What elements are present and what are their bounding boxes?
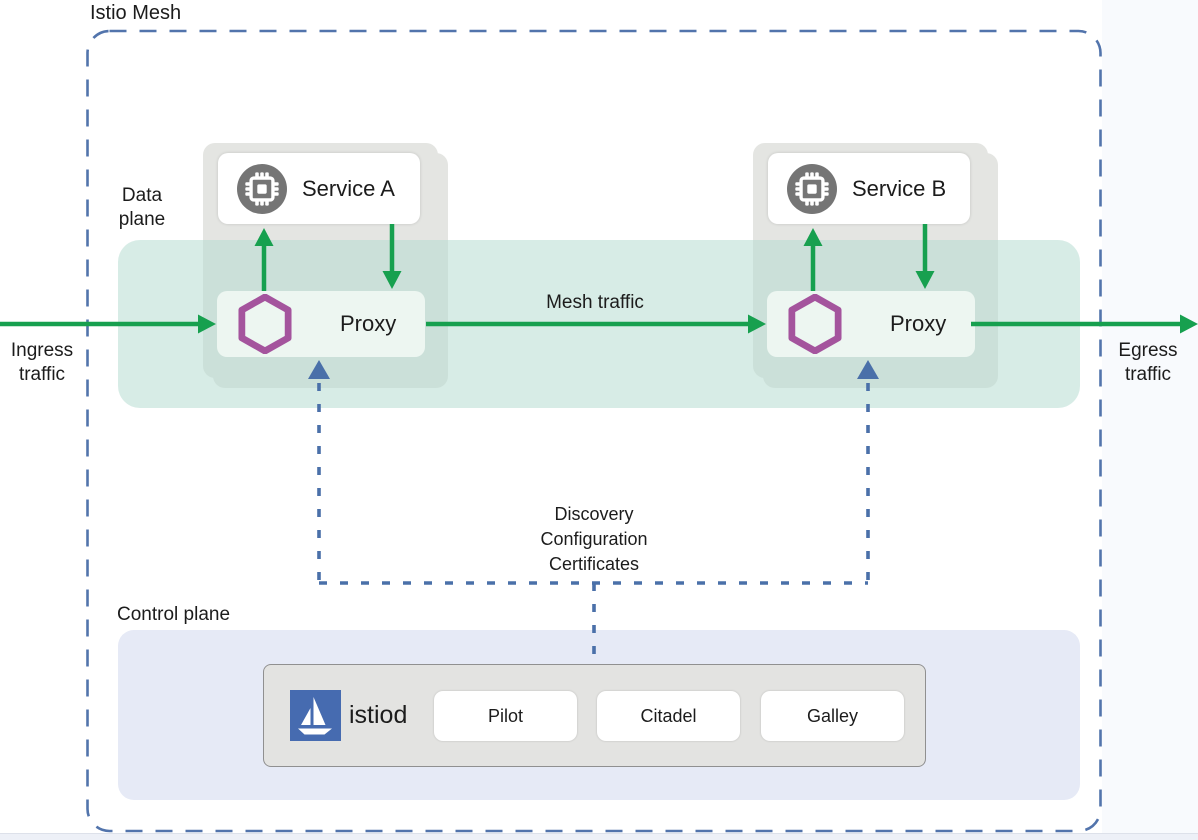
envoy-hexagon-icon xyxy=(788,294,842,354)
mesh-traffic-label: Mesh traffic xyxy=(546,292,644,313)
microchip-icon xyxy=(787,163,837,214)
ingress-traffic-label: Ingress traffic xyxy=(10,340,74,386)
service-b-card: Service B xyxy=(768,153,970,224)
proxy-a-label: Proxy xyxy=(340,311,397,336)
discovery-configuration-certificates-label: Discovery Configuration Certificates xyxy=(540,504,648,574)
component-pilot: Pilot xyxy=(434,691,577,741)
microchip-icon xyxy=(237,163,287,214)
istiod-label: istiod xyxy=(349,701,408,729)
component-citadel: Citadel xyxy=(597,691,740,741)
istio-sailboat-icon xyxy=(290,690,341,741)
data-plane-label: Data plane xyxy=(118,185,166,231)
page-background-right xyxy=(1102,0,1198,840)
service-b-name: Service B xyxy=(852,175,947,201)
proxy-b-box: Proxy xyxy=(767,291,975,357)
control-plane-label: Control plane xyxy=(117,604,231,625)
page-background-bottom xyxy=(0,833,1198,840)
proxy-b-label: Proxy xyxy=(890,311,947,336)
egress-traffic-label: Egress traffic xyxy=(1118,340,1178,386)
mesh-title: Istio Mesh xyxy=(90,2,182,24)
component-galley: Galley xyxy=(761,691,904,741)
proxy-a-box: Proxy xyxy=(217,291,425,357)
envoy-hexagon-icon xyxy=(238,294,292,354)
service-a-name: Service A xyxy=(302,175,395,201)
service-a-card: Service A xyxy=(218,153,420,224)
